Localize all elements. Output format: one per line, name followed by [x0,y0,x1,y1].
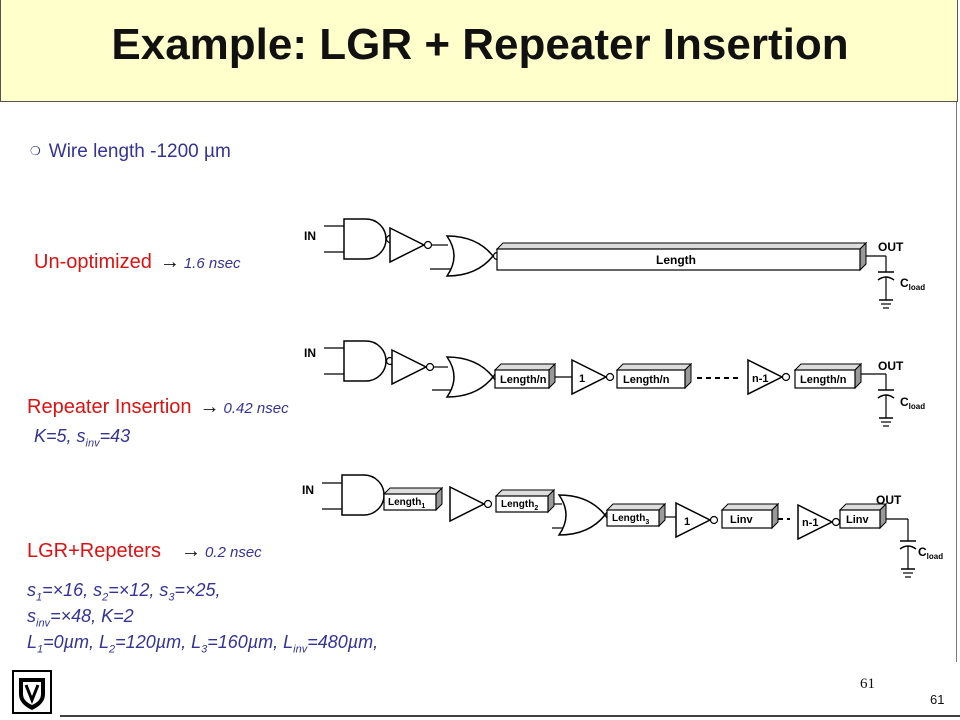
arrow-icon: → [159,251,180,273]
wire-segment-box [494,369,550,389]
wire-length-box [496,248,861,271]
right-border [956,102,957,662]
title-bar [0,0,958,102]
length-label: Length [656,253,696,267]
cload-label: Cload [918,545,943,561]
nor-gate-icon [446,356,502,398]
repeater-inverter-icon [675,502,719,538]
svg-text:n-1: n-1 [802,517,819,529]
repeater-params: K=5, sinv=43 [34,426,131,450]
time-un-optimized: 1.6 nsec [183,255,241,272]
circuit-repeater-insertion: IN Length/n 1 Length/n n-1 Length/n OUT [304,340,925,427]
svg-text:Length/n: Length/n [800,374,847,386]
bullet-text: Wire length -1200 µm [48,141,231,162]
svg-text:Linv: Linv [846,514,869,526]
svg-text:1: 1 [684,516,690,528]
circuit-lgr-repeaters: IN Length1 Length2 Length3 1 Linv [302,474,943,578]
circuit-un-optimized: IN Length OUT Cload [304,218,925,309]
svg-text:Length3: Length3 [612,513,649,526]
out-label: OUT [878,359,904,373]
page-number: 61 [860,676,875,692]
page-number-corner: 61 [930,692,945,707]
time-lgr: 0.2 nsec [204,544,262,561]
capacitor-icon [899,524,917,578]
wire-segment-box [606,509,660,527]
capacitor-icon [877,373,895,427]
time-repeater: 0.42 nsec [223,400,289,417]
nor-gate-icon [446,235,502,277]
bullet-wire-length: ❍ Wire length -1200 µm [30,141,231,163]
wire-segment-box [839,509,881,529]
svg-text:n-1: n-1 [752,373,769,385]
wire-segment-box [495,495,549,513]
bullet-circle-icon: ❍ [30,144,41,158]
arrow-icon: → [180,540,201,562]
out-label: OUT [878,240,904,254]
svg-text:Length/n: Length/n [500,374,547,386]
arrow-icon: → [199,396,220,418]
wire-segment-box [794,369,856,389]
inverter-icon [449,486,493,522]
in-label: IN [302,483,314,497]
cload-label: Cload [900,395,925,411]
in-label: IN [304,229,316,243]
out-label: OUT [876,493,902,507]
in-label: IN [304,346,316,360]
inverter-icon [389,227,433,263]
nor-gate-icon [558,494,614,536]
nand-gate-icon [343,218,395,260]
wire-segment-box [616,369,686,389]
svg-text:Length1: Length1 [388,497,425,510]
lgr-params-line2: sinv=×48, K=2 [27,606,134,630]
svg-text:Length2: Length2 [501,499,538,512]
label-lgr-repeaters: LGR+Repeters→0.2 nsec [27,540,262,562]
inverter-icon [391,349,435,385]
lgr-params-line1: s1=×16, s2=×12, s3=×25, [27,580,221,604]
svg-text:1: 1 [579,373,585,385]
wire-segment-box [383,493,437,511]
svg-text:Linv: Linv [730,514,753,526]
cload-label: Cload [900,276,925,292]
page-title: Example: LGR + Repeater Insertion [111,20,849,69]
wire-segment-box [721,509,773,529]
technion-logo-icon [12,670,52,714]
label-repeater-insertion: Repeater Insertion→0.42 nsec [27,396,289,418]
capacitor-icon [877,255,895,309]
label-un-optimized: Un-optimized→1.6 nsec [34,251,241,273]
lgr-params-line3: L1=0µm, L2=120µm, L3=160µm, Linv=480µm, [27,632,379,656]
nand-gate-icon [343,340,395,382]
svg-text:Length/n: Length/n [623,374,670,386]
